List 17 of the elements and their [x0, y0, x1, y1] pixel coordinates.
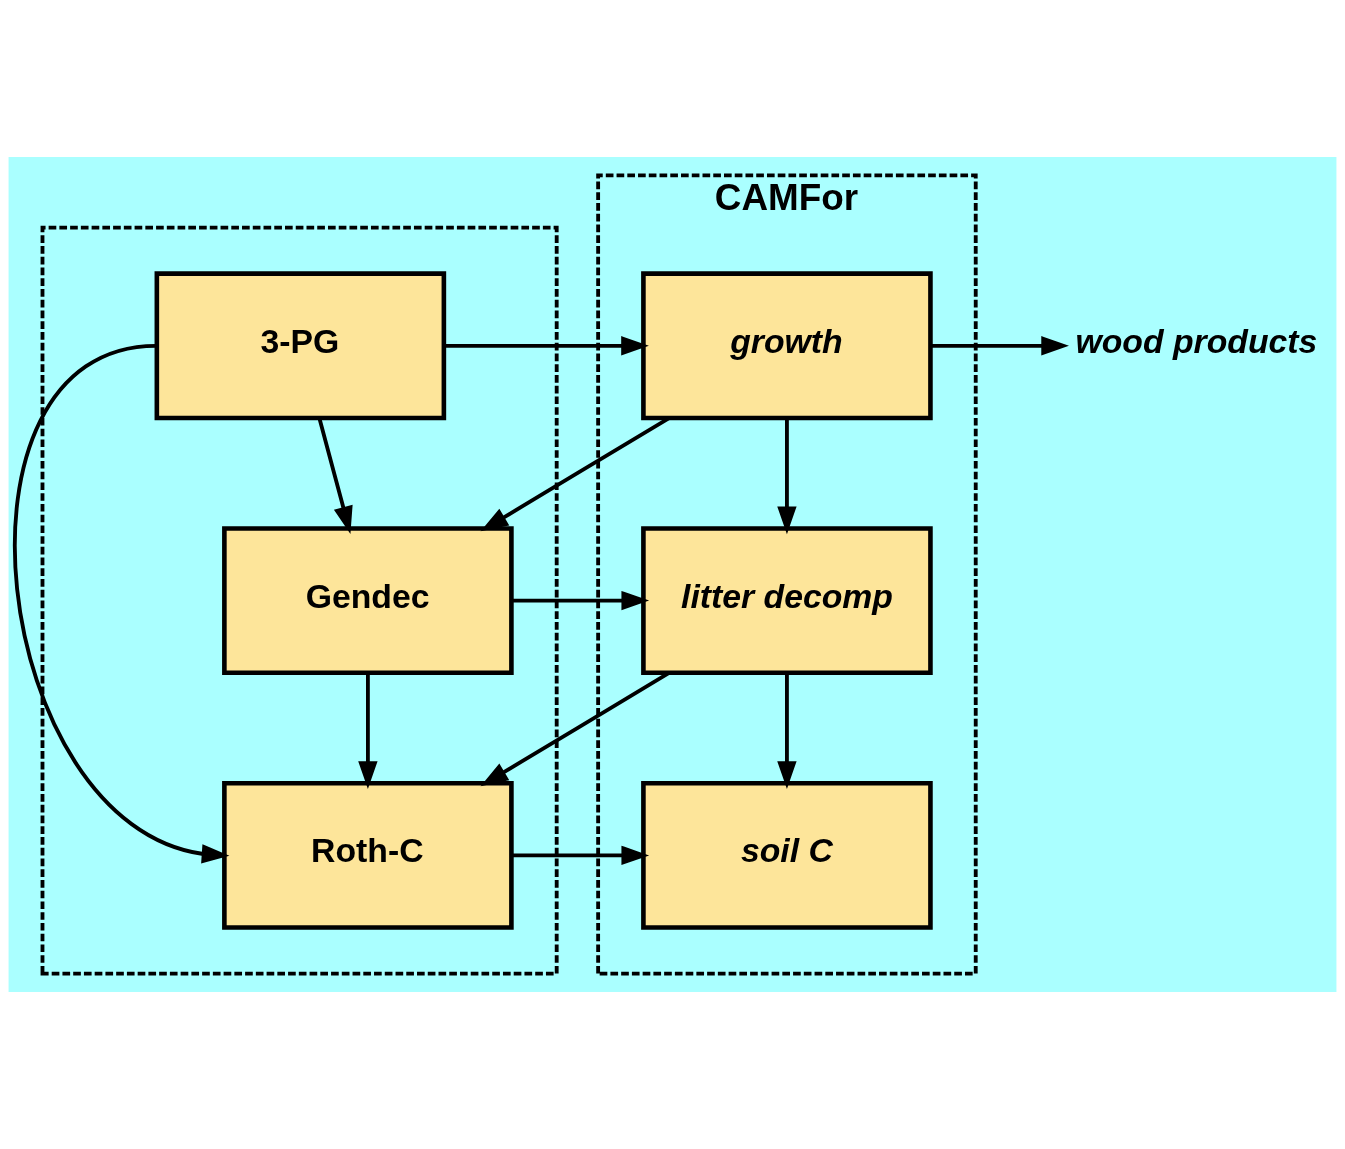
node-box: growth	[641, 271, 933, 421]
arrow	[511, 590, 650, 611]
arrow	[777, 672, 797, 789]
node-box: Gendec	[222, 526, 514, 676]
node-box: soil C	[641, 780, 933, 930]
arrow	[358, 672, 378, 789]
node-box: 3-PG	[154, 271, 447, 421]
arrow	[13, 343, 230, 864]
arrow	[317, 417, 353, 534]
arrow	[444, 336, 649, 356]
arrow	[511, 845, 650, 866]
cluster	[40, 225, 559, 976]
arrow	[777, 418, 797, 535]
arrow	[930, 336, 1069, 356]
node-text: wood products	[1075, 321, 1318, 360]
node-box: Roth-C	[222, 780, 514, 930]
node-box: litter decomp	[641, 526, 933, 676]
